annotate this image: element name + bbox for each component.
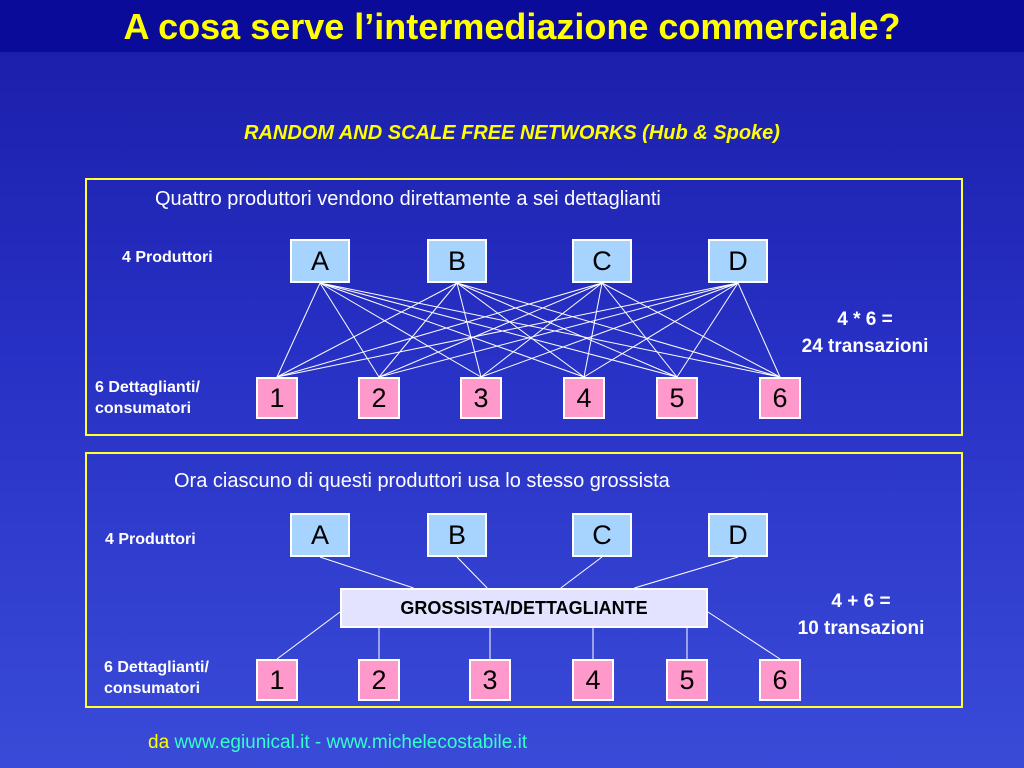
panel2-link-c-hub [560, 556, 603, 589]
footer-link-michelecostabile[interactable]: www.michelecostabile.it [326, 732, 528, 753]
panel2-producer-d: D [708, 513, 768, 557]
panel1-link-d-3 [480, 282, 739, 378]
panel2-link-d-hub [634, 556, 739, 589]
panel1-link-b-4 [456, 282, 585, 378]
panel1-retailers-label-line1: 6 Dettaglianti/ [95, 379, 200, 396]
panel1-retailers-label-line2: consumatori [95, 400, 192, 417]
panel1-retailer-4: 4 [563, 377, 605, 419]
panel1-retailer-1: 1 [256, 377, 298, 419]
panel1-link-d-5 [676, 282, 739, 378]
panel2-producer-b: B [427, 513, 487, 557]
slide-subtitle: RANDOM AND SCALE FREE NETWORKS (Hub & Sp… [244, 122, 780, 144]
panel1-link-d-2 [378, 282, 739, 378]
panel1-formula: 4 * 6 = 24 transazioni [770, 306, 960, 360]
panel2-retailers-label: 6 Dettaglianti/ consumatori [104, 657, 209, 699]
panel1-retailer-6: 6 [759, 377, 801, 419]
wholesaler-hub: GROSSISTA/DETTAGLIANTE [340, 588, 708, 628]
panel2-retailer-4: 4 [572, 659, 614, 701]
wholesaler-panel [85, 452, 963, 708]
panel1-link-a-1 [276, 282, 321, 378]
title-band [0, 0, 1024, 52]
panel2-retailers-label-line1: 6 Dettaglianti/ [104, 659, 209, 676]
footer-separator: - [314, 732, 322, 753]
panel2-link-a-hub [319, 556, 414, 589]
panel1-link-a-2 [319, 282, 380, 378]
panel1-link-a-4 [319, 282, 585, 378]
direct-sales-panel [85, 178, 963, 436]
panel2-producer-a: A [290, 513, 350, 557]
panel1-link-a-6 [319, 282, 781, 378]
panel1-formula-line2: 24 transazioni [801, 336, 929, 357]
panel2-formula: 4 + 6 = 10 transazioni [766, 588, 956, 642]
panel2-producers-label: 4 Produttori [105, 531, 196, 548]
panel1-link-d-6 [737, 282, 781, 378]
panel1-link-d-4 [583, 282, 739, 378]
panel1-link-c-2 [378, 282, 603, 378]
panel1-link-c-1 [276, 282, 603, 378]
panel1-producer-c: C [572, 239, 632, 283]
panel2-producer-c: C [572, 513, 632, 557]
slide-title: A cosa serve l’intermediazione commercia… [123, 6, 901, 47]
footer-credits: da www.egiunical.it - www.michelecostabi… [148, 732, 527, 754]
panel1-link-a-3 [319, 282, 482, 378]
panel1-link-d-1 [276, 282, 739, 378]
panel1-producers-label: 4 Produttori [122, 249, 213, 266]
footer-prefix: da [148, 732, 170, 753]
panel1-retailer-5: 5 [656, 377, 698, 419]
panel1-formula-line1: 4 * 6 = [837, 309, 893, 330]
panel1-link-b-6 [456, 282, 781, 378]
panel1-link-b-3 [456, 282, 482, 378]
panel2-link-hub-6 [707, 611, 781, 660]
panel2-retailer-6: 6 [759, 659, 801, 701]
panel2-link-b-hub [456, 556, 488, 589]
panel2-link-hub-1 [276, 611, 341, 660]
panel2-retailer-1: 1 [256, 659, 298, 701]
panel1-link-b-5 [456, 282, 678, 378]
panel1-producer-a: A [290, 239, 350, 283]
panel1-link-b-2 [378, 282, 458, 378]
panel1-retailer-3: 3 [460, 377, 502, 419]
panel2-retailers-label-line2: consumatori [104, 680, 201, 697]
panel2-retailer-5: 5 [666, 659, 708, 701]
panel2-retailer-2: 2 [358, 659, 400, 701]
panel1-producer-d: D [708, 239, 768, 283]
panel1-retailers-label: 6 Dettaglianti/ consumatori [95, 377, 200, 419]
panel1-link-c-3 [480, 282, 603, 378]
panel1-link-c-6 [601, 282, 781, 378]
panel1-retailer-2: 2 [358, 377, 400, 419]
panel2-caption: Ora ciascuno di questi produttori usa lo… [174, 470, 670, 492]
footer-link-egiunical[interactable]: www.egiunical.it [174, 732, 310, 753]
panel1-caption: Quattro produttori vendono direttamente … [155, 188, 661, 210]
panel1-link-a-5 [319, 282, 678, 378]
panel2-retailer-3: 3 [469, 659, 511, 701]
panel1-producer-b: B [427, 239, 487, 283]
panel1-link-c-5 [601, 282, 678, 378]
panel2-formula-line2: 10 transazioni [797, 618, 925, 639]
panel1-link-b-1 [276, 282, 458, 378]
panel1-link-c-4 [583, 282, 603, 378]
panel2-formula-line1: 4 + 6 = [831, 591, 891, 612]
